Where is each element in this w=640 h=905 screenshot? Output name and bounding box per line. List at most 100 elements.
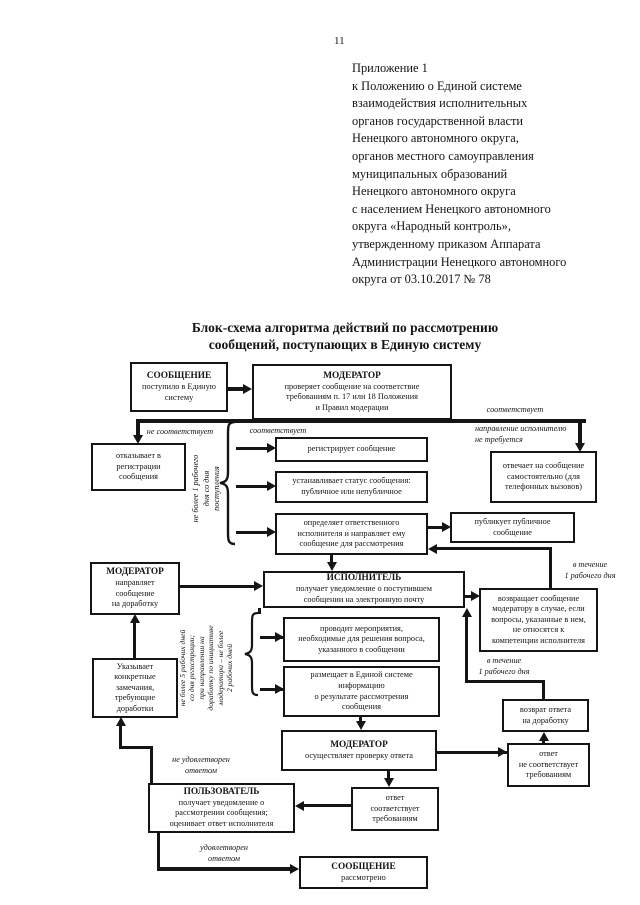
node-publish-message: публикует публичное сообщение [450,512,575,543]
connector-line [436,547,552,550]
arrowhead [295,801,304,811]
diagram-title: Блок-схема алгоритма действий по рассмот… [191,320,499,352]
node-user: ПОЛЬЗОВАТЕЛЬ получает уведомление о расс… [148,783,295,833]
connector-line [180,585,255,588]
node-return-to-moderator-body: возвращает сообщение модератору в случае… [491,593,586,645]
connector-line [465,595,472,598]
arrowhead [243,384,252,394]
connector-line [119,725,122,748]
node-moderator-verify: МОДЕРАТОР осуществляет проверку ответа [281,730,437,771]
label-satisfied: удовлетворен ответом [200,843,248,863]
node-user-title: ПОЛЬЗОВАТЕЛЬ [183,786,260,797]
arrowhead [356,721,366,730]
node-post-result-body: размещает в Единой системе информацию о … [310,670,413,712]
node-user-body: получает уведомление о рассмотрении сооб… [169,797,274,828]
connector-line [465,680,545,683]
node-message-reviewed: СООБЩЕНИЕ рассмотрено [299,856,428,889]
appendix-text: Приложение 1 к Положению о Единой систем… [352,61,567,287]
node-register-message-body: регистрирует сообщение [307,444,396,454]
connector-line [236,447,268,450]
connector-line [437,751,507,754]
node-answer-self: отвечает на сообщение самостоятельно (дл… [490,451,597,503]
connector-line [157,833,160,870]
node-moderator-verify-body: осуществляет проверку ответа [304,750,413,760]
node-answer-compliant: ответ соответствует требованиям [351,787,439,831]
label-within-1-day-bottom: в течение 1 рабочего дня [478,656,530,676]
connector-line [150,746,153,783]
node-moderator-rework: МОДЕРАТОР направляет сообщение на дорабо… [90,562,180,615]
node-assign-executor-body: определяет ответственного исполнителя и … [297,518,406,549]
arrowhead [498,747,507,757]
connector-line [303,804,351,807]
arrowhead [462,608,472,617]
arrowhead [254,581,263,591]
connector-line [549,547,552,588]
connector-line [465,615,468,683]
arrowhead [471,591,480,601]
node-message-received-body: поступило в Единую систему [142,381,216,402]
arrowhead [442,522,451,532]
brace-icon [244,611,259,697]
node-answer-self-body: отвечает на сообщение самостоятельно (дл… [502,461,585,492]
node-answer-not-compliant: ответ не соответствует требованиям [507,743,590,787]
connector-line [136,419,586,423]
arrowhead [575,443,585,452]
brace-icon [219,420,236,546]
node-executor: ИСПОЛНИТЕЛЬ получает уведомление о посту… [263,571,465,608]
node-register-message: регистрирует сообщение [275,437,428,462]
node-remarks: Указывает конкретные замечания, требующи… [92,658,178,718]
node-moderator-rework-body: направляет сообщение на доработку [111,578,159,609]
arrowhead [384,778,394,787]
connector-line [387,771,390,780]
node-executor-body: получает уведомление о поступившем сообщ… [295,584,432,604]
connector-line [542,739,545,743]
arrowhead [116,717,126,726]
connector-line [578,423,582,444]
node-moderator-rework-title: МОДЕРАТОР [106,567,164,578]
node-remarks-body: Указывает конкретные замечания, требующи… [114,661,156,713]
node-return-answer-body: возврат ответа на доработку [519,704,572,725]
arrowhead [267,443,276,453]
node-set-status-body: устанавливает статус сообщения: публично… [292,476,411,496]
arrowhead [267,481,276,491]
node-answer-compliant-body: ответ соответствует требованиям [370,793,420,824]
node-set-status: устанавливает статус сообщения: публично… [275,471,428,503]
node-moderator-check-title: МОДЕРАТОР [323,370,381,381]
label-no-executor-needed: направление исполнителю не требуется [475,424,567,444]
arrowhead [275,684,284,694]
node-message-received: СООБЩЕНИЕ поступило в Единую систему [130,362,228,412]
connector-line [157,867,291,871]
connector-line [330,555,333,564]
label-not-match: не соответствует [146,427,214,436]
page-number: 11 [334,35,345,47]
node-answer-not-compliant-body: ответ не соответствует требованиям [518,749,579,780]
node-take-actions-body: проводит мероприятия, необходимые для ре… [298,623,425,654]
label-match-right: соответствует [486,405,544,414]
node-executor-title: ИСПОЛНИТЕЛЬ [326,573,402,584]
label-within-1-day-top: в течение 1 рабочего дня [564,560,616,580]
label-match-left: соответствует [249,426,307,435]
arrowhead [267,527,276,537]
connector-line [228,387,244,391]
node-return-to-moderator: возвращает сообщение модератору в случае… [479,588,598,652]
connector-line [359,717,362,723]
connector-line [119,746,153,749]
arrowhead [428,544,437,554]
node-refuse-registration-body: отказывает в регистрации сообщения [116,451,161,482]
arrowhead [133,435,143,444]
node-message-received-title: СООБЩЕНИЕ [146,370,212,381]
connector-line [236,531,268,534]
connector-line [260,636,283,639]
arrowhead [130,614,140,623]
node-moderator-check-body: проверяет сообщение на соответствие треб… [284,381,420,412]
connector-line [260,688,283,691]
node-take-actions: проводит мероприятия, необходимые для ре… [283,617,440,662]
arrowhead [290,864,299,874]
node-message-reviewed-body: рассмотрено [341,872,386,882]
node-refuse-registration: отказывает в регистрации сообщения [91,443,186,491]
connector-line [428,526,443,529]
label-not-satisfied: не удовлетворен ответом [172,755,230,775]
node-return-answer: возврат ответа на доработку [502,699,589,732]
node-publish-message-body: публикует публичное сообщение [474,516,551,537]
